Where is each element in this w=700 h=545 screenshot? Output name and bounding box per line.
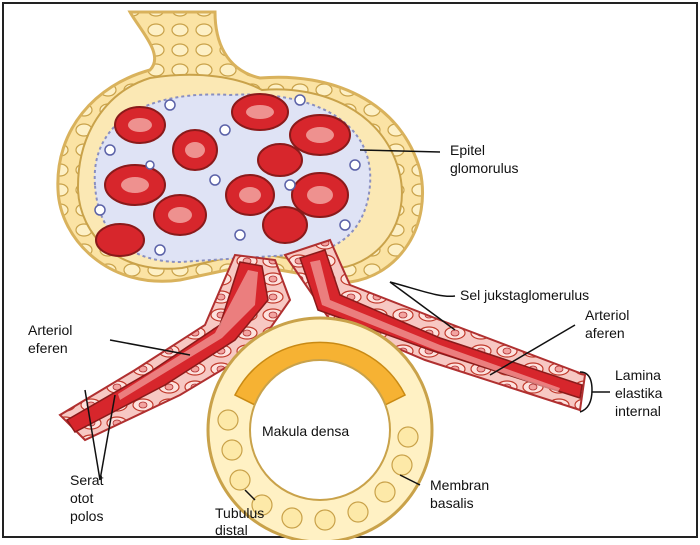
glomerular-tuft <box>95 94 371 262</box>
svg-text:Tubulus: Tubulus <box>215 505 264 521</box>
svg-text:Lamina: Lamina <box>615 367 661 383</box>
svg-text:Membran: Membran <box>430 477 489 493</box>
svg-text:basalis: basalis <box>430 495 474 511</box>
label-arteriol-eferen: Arteriol eferen <box>28 322 72 356</box>
svg-text:distal: distal <box>215 522 248 538</box>
label-membran-basalis: Membran basalis <box>430 477 489 511</box>
label-arteriol-aferen: Arteriol aferen <box>585 307 629 341</box>
svg-text:eferen: eferen <box>28 340 68 356</box>
svg-text:polos: polos <box>70 508 103 524</box>
label-serat-otot: Serat otot polos <box>70 472 104 524</box>
svg-text:Epitel: Epitel <box>450 142 485 158</box>
svg-text:internal: internal <box>615 403 661 419</box>
svg-text:Arteriol: Arteriol <box>28 322 72 338</box>
label-makula-densa: Makula densa <box>262 423 349 439</box>
svg-text:Arteriol: Arteriol <box>585 307 629 323</box>
svg-text:glomorulus: glomorulus <box>450 160 518 176</box>
svg-text:Serat: Serat <box>70 472 104 488</box>
label-lamina: Lamina elastika internal <box>615 367 663 419</box>
label-sel-juksta: Sel jukstaglomerulus <box>460 287 589 303</box>
label-epitel: Epitel glomorulus <box>450 142 518 176</box>
svg-text:otot: otot <box>70 490 93 506</box>
svg-text:aferen: aferen <box>585 325 625 341</box>
svg-text:elastika: elastika <box>615 385 663 401</box>
